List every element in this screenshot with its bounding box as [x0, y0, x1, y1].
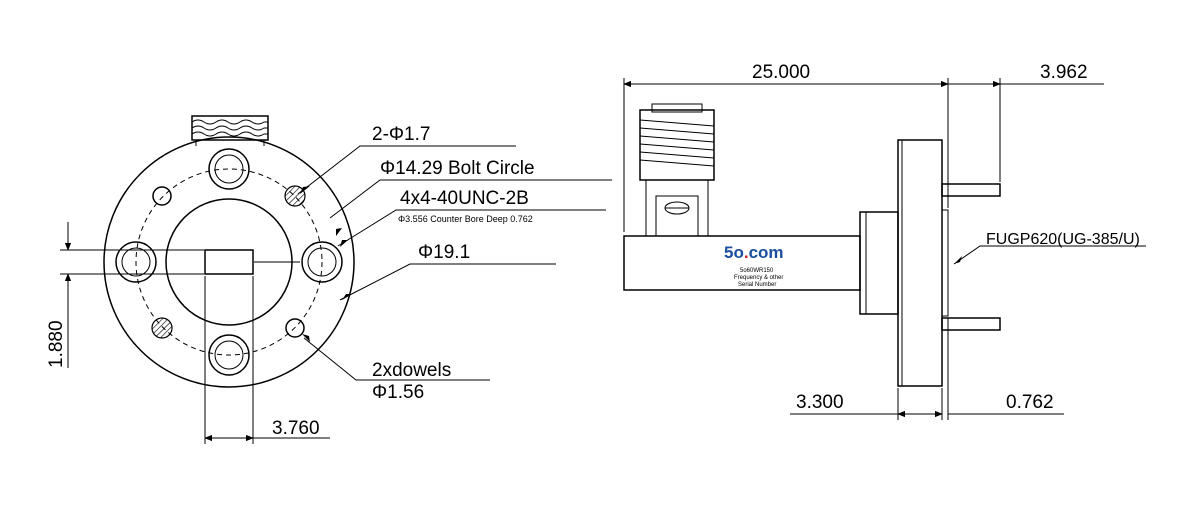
- label-diameter: Φ19.1: [418, 242, 470, 263]
- dim-flange-extension-text: 3.962: [1040, 62, 1088, 83]
- waveguide-opening: [204, 249, 254, 275]
- dim-height-text: 1.880: [46, 320, 67, 368]
- label-counter-bore: Φ3.556 Counter Bore Deep 0.762: [398, 214, 533, 224]
- flange-label: FUGP620(UG-385/U): [986, 231, 1140, 248]
- body-line2: Frequency & other: [734, 275, 783, 281]
- dim-width: 3.760: [204, 276, 330, 444]
- dim-length: 25.000: [623, 62, 949, 232]
- pin-bottom: [941, 317, 1001, 331]
- bolt-circle: [135, 168, 323, 356]
- dim-width-text: 3.760: [272, 418, 320, 439]
- dim-flange-extension: 3.962: [948, 62, 1104, 182]
- dim-height: 1.880: [46, 222, 204, 368]
- label-holes: 2-Φ1.7: [372, 124, 430, 145]
- front-connector: [191, 115, 269, 146]
- dim-flange-thickness-text: 3.300: [796, 392, 844, 413]
- dim-flange-step-text: 0.762: [1006, 392, 1054, 413]
- model-text: 5o60WR150: [740, 268, 774, 274]
- logo: 5o.com: [724, 243, 784, 262]
- dowel-holes: [152, 186, 305, 338]
- hatched-holes: [151, 185, 306, 339]
- label-thread: 4x4-40UNC-2B: [400, 188, 529, 209]
- dim-flange-step: 0.762: [947, 318, 1064, 420]
- label-dowels: 2xdowels: [372, 360, 451, 381]
- dim-flange-thickness: 3.300: [790, 388, 943, 420]
- threaded-holes: [115, 148, 343, 376]
- label-bolt-circle: Φ14.29 Bolt Circle: [380, 158, 535, 179]
- body-line3: Serial Number: [738, 282, 776, 288]
- pin-top: [941, 183, 1001, 197]
- flange-side: [897, 139, 943, 387]
- flange-outline: [103, 136, 355, 388]
- dim-length-text: 25.000: [752, 62, 810, 83]
- side-view: 5o.com 5o60WR150 Frequency & other Seria…: [623, 62, 1146, 420]
- label-dowel-diameter: Φ1.56: [372, 382, 424, 403]
- front-view: 2-Φ1.7 Φ14.29 Bolt Circle 4x4-40UNC-2B Φ…: [46, 115, 612, 444]
- side-connector: [639, 103, 715, 237]
